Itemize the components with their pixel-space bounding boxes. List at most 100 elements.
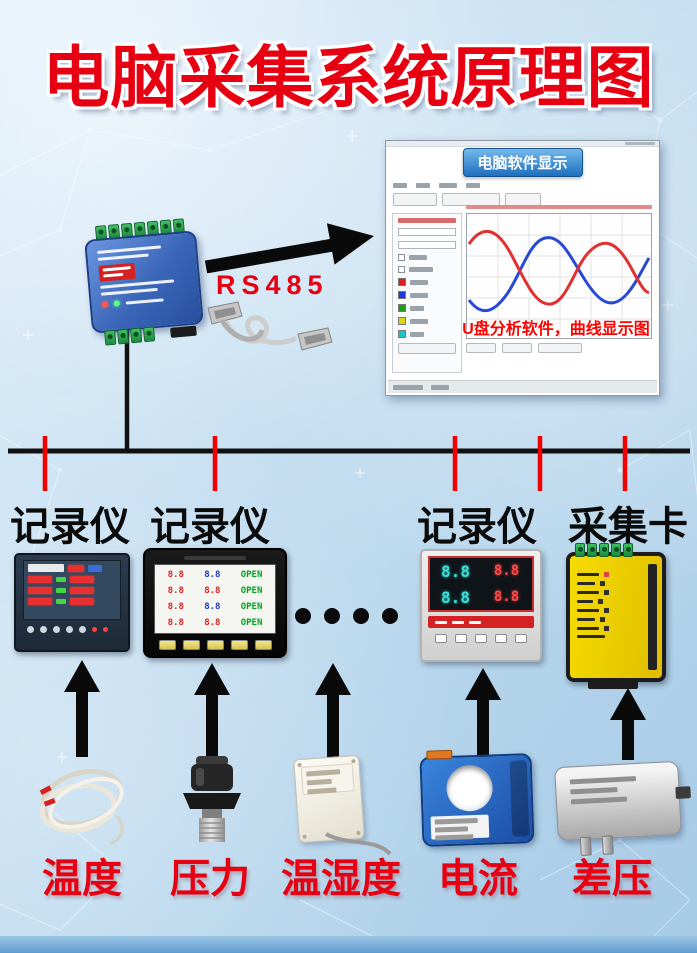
front-button[interactable] (182, 640, 200, 650)
curve-plot (467, 214, 651, 338)
channel-led (600, 581, 605, 586)
terminal (129, 327, 143, 344)
screen-value: 8.8 (167, 569, 184, 580)
terminal (575, 543, 585, 557)
bottom-edge-strip (0, 936, 697, 953)
front-button[interactable] (40, 626, 47, 633)
device-label-recorder-2: 记录仪 (150, 505, 270, 549)
front-led (92, 627, 97, 632)
daq-terminal-block (575, 543, 633, 557)
daq-channel-labels (577, 572, 655, 638)
screen-value: 8.8 (167, 585, 184, 596)
menu-item[interactable] (416, 183, 430, 188)
arrow-pressure (194, 663, 230, 759)
legend-chip-cyan (398, 330, 406, 338)
arrow-diff-pressure (610, 688, 646, 760)
screen-value (28, 587, 52, 594)
chart-control-button[interactable] (502, 343, 532, 353)
serial-cable (207, 301, 333, 351)
power-led (101, 301, 109, 308)
checkbox[interactable] (398, 254, 405, 261)
wave-red (467, 229, 650, 306)
sensor-label-pressure: 压力 (170, 857, 250, 901)
page-title: 电脑采集系统原理图 (42, 41, 655, 116)
front-button[interactable] (206, 640, 224, 650)
device-label-daq-card: 采集卡 (568, 505, 688, 549)
menu-item[interactable] (393, 183, 407, 188)
front-button[interactable] (158, 640, 176, 650)
recorder-3-screen: 8.8 8.8 8.8 8.8 (428, 556, 534, 612)
nameplate-text (434, 818, 478, 825)
toolbar-button[interactable] (393, 193, 437, 206)
front-button[interactable] (495, 634, 507, 643)
software-header-badge: 电脑软件显示 (462, 148, 583, 177)
screen-status: OPEN (240, 569, 263, 580)
range-select[interactable] (398, 241, 456, 249)
sensor-up-arrows (64, 660, 646, 760)
front-button[interactable] (475, 634, 487, 643)
screen-value (28, 598, 52, 605)
sensor-label-temp-humidity: 温湿度 (281, 857, 401, 901)
screen-value: 8.8 (493, 589, 520, 605)
legend-chip-red (398, 278, 406, 286)
checkbox[interactable] (398, 266, 405, 273)
front-button[interactable] (254, 640, 272, 650)
label-text-line (102, 266, 131, 272)
screen-status: OPEN (240, 618, 263, 629)
module-text-line (100, 287, 158, 296)
sensor-pressure (183, 756, 241, 842)
screen-value (28, 576, 52, 583)
front-button[interactable] (455, 634, 467, 643)
front-led (103, 627, 108, 632)
screen-value (70, 598, 94, 605)
nameplate-text (570, 796, 628, 805)
channel-text (577, 635, 605, 638)
screen-unit (56, 588, 66, 593)
screen-value (70, 576, 94, 583)
chart-control-button[interactable] (466, 343, 496, 353)
screen-tag (88, 564, 102, 572)
sensor-label-diff-pressure: 差压 (572, 857, 652, 901)
front-button[interactable] (53, 626, 60, 633)
channel-select[interactable] (398, 228, 456, 236)
module-body (84, 230, 204, 334)
front-button[interactable] (66, 626, 73, 633)
chart-control-button[interactable] (538, 343, 582, 353)
recorder-3-red-panel (428, 616, 534, 628)
nameplate-text (569, 776, 636, 785)
device-label-recorder-3: 记录仪 (417, 505, 537, 549)
temp-humidity-cable (325, 832, 392, 856)
legend-label (410, 305, 424, 311)
device-recorder-1 (14, 553, 130, 652)
recorder-3-buttons (428, 634, 534, 643)
screen-value (68, 564, 84, 572)
ellipsis-dots (295, 608, 398, 624)
screen-value: 8.8 (204, 585, 221, 596)
control-panel (392, 213, 462, 373)
screen-header (28, 564, 64, 572)
front-button[interactable] (435, 634, 447, 643)
channel-text (577, 591, 599, 594)
module-status-leds (101, 294, 190, 308)
terminal (623, 543, 633, 557)
front-button[interactable] (230, 640, 248, 650)
menu-item[interactable] (466, 183, 480, 188)
screen-value: 8.8 (167, 618, 184, 629)
sensor-current (419, 749, 535, 847)
probe-tip (43, 798, 56, 807)
front-button[interactable] (79, 626, 86, 633)
status-bar (388, 380, 657, 393)
screen-value (70, 587, 94, 594)
terminal (587, 543, 597, 557)
front-button[interactable] (27, 626, 34, 633)
channel-led (604, 572, 609, 577)
sensor-cap (196, 756, 228, 766)
menu-item[interactable] (439, 183, 457, 188)
screen-value: 8.8 (441, 587, 470, 607)
legend-label (410, 318, 428, 324)
front-button[interactable] (515, 634, 527, 643)
panel-button[interactable] (398, 343, 456, 354)
legend-chip-green (398, 304, 406, 312)
